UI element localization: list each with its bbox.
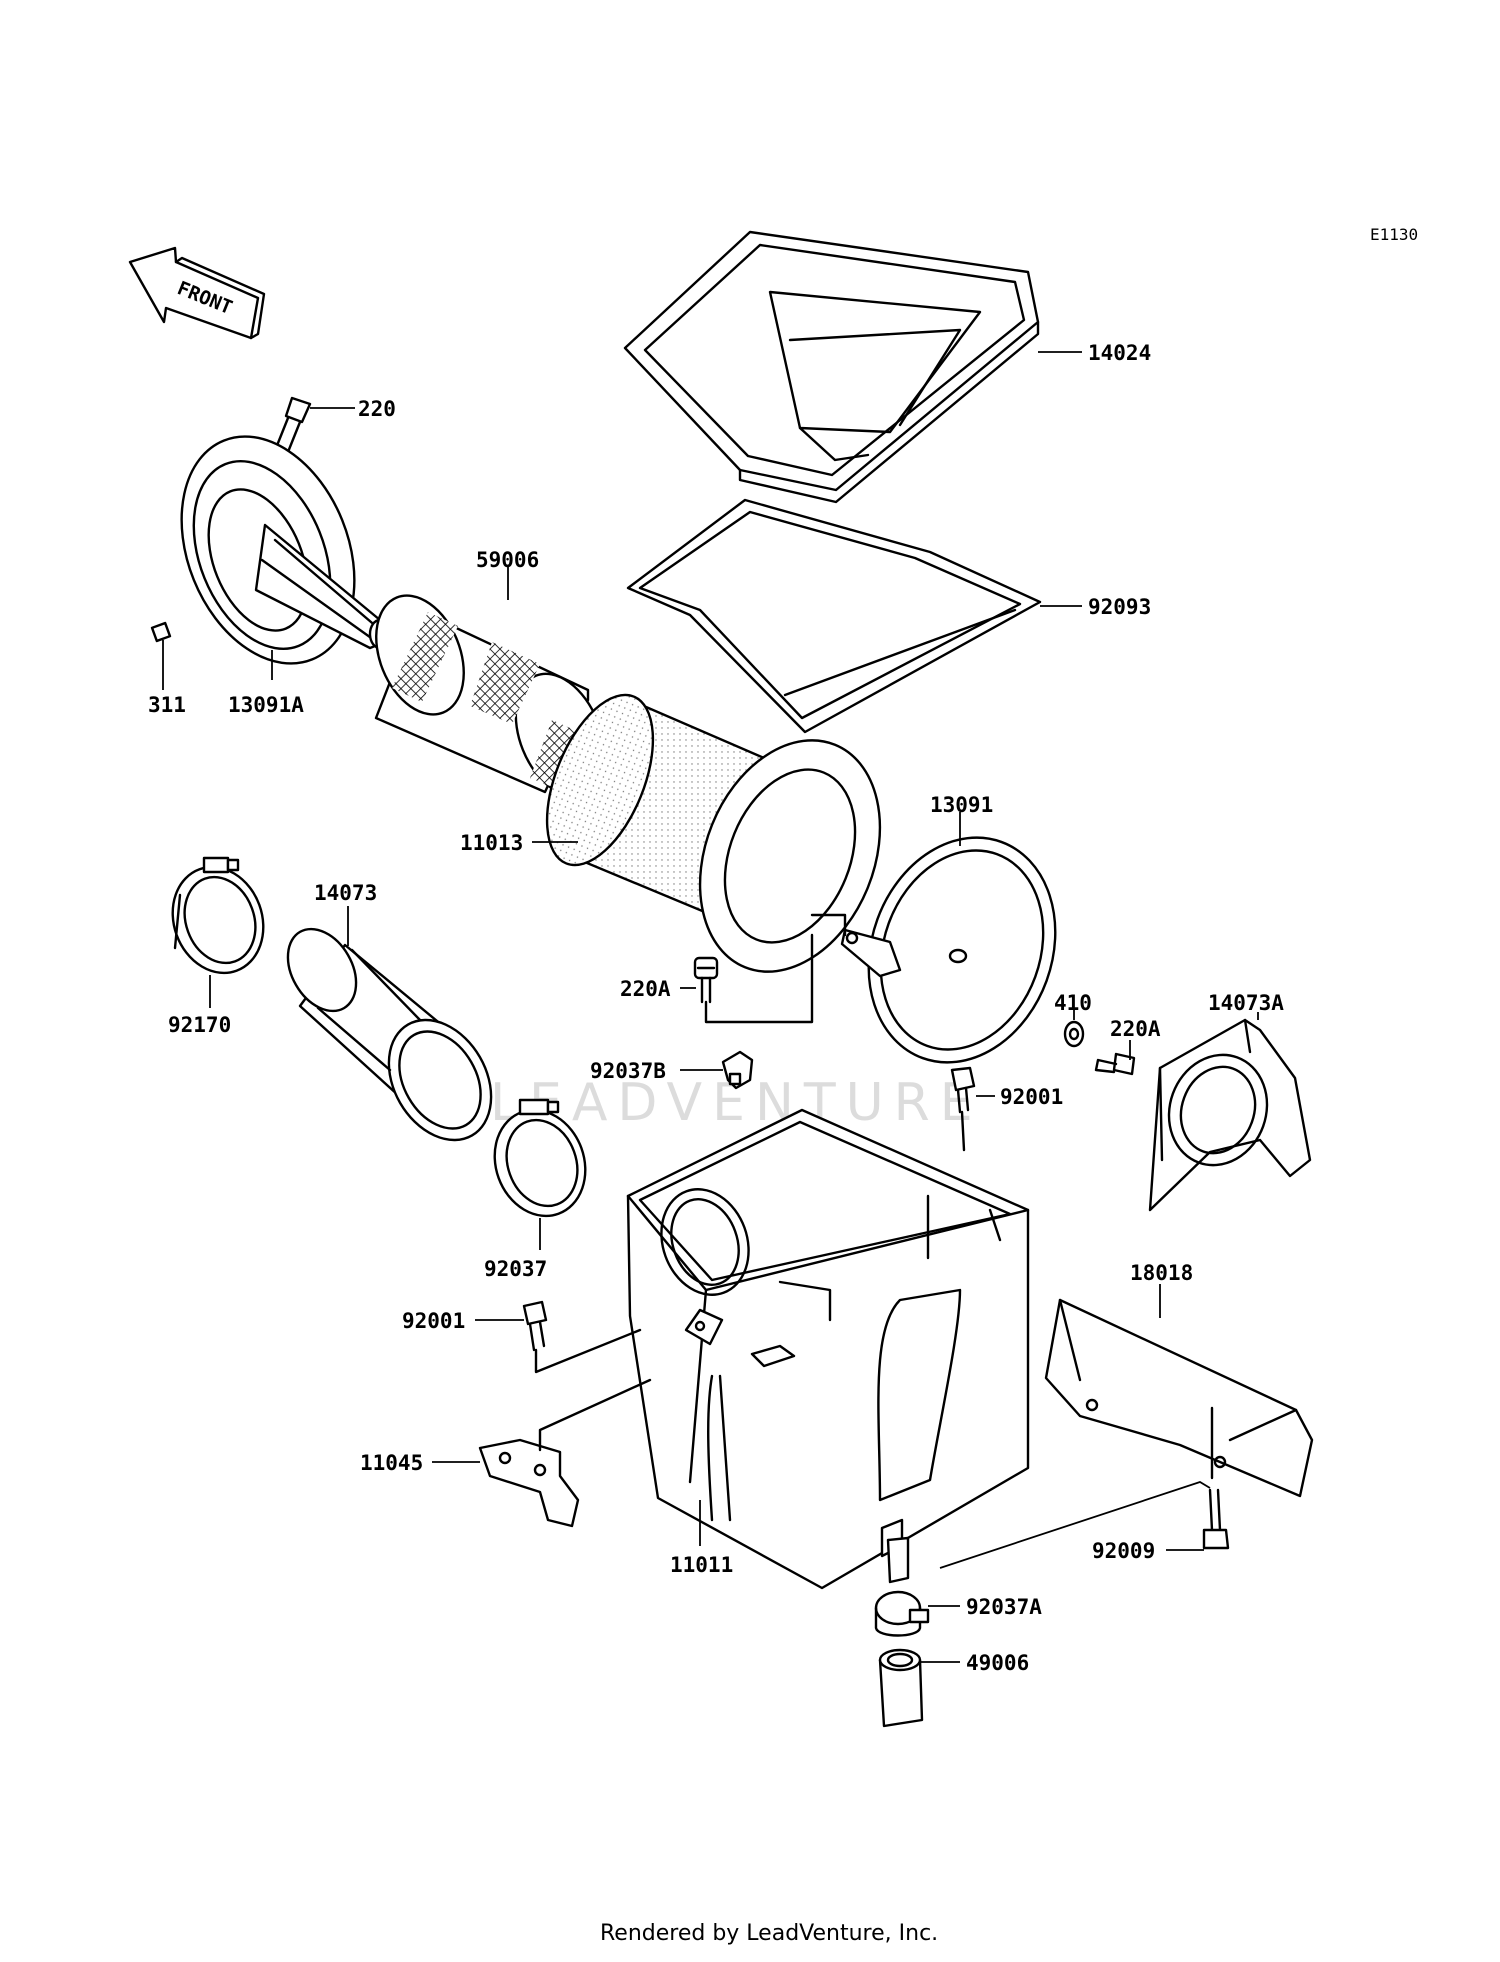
part-bolt-220 [274, 396, 355, 454]
part-bolt-220A-left [693, 933, 814, 1024]
part-bolt-92009 [939, 1481, 1230, 1569]
part-tube-14073 [286, 927, 493, 1142]
callout-220: 220 [358, 397, 396, 421]
callout-14073: 14073 [314, 881, 377, 905]
callout-220A-left: 220A [620, 977, 671, 1001]
front-arrow-icon: FRONT [128, 246, 266, 340]
part-bolt-220A-right [1094, 1052, 1136, 1076]
callout-11011: 11011 [670, 1553, 733, 1577]
part-clip-92037B [721, 1050, 754, 1090]
callout-14024: 14024 [1088, 341, 1151, 365]
callout-13091: 13091 [930, 793, 993, 817]
callout-92001-lower: 92001 [402, 1309, 465, 1333]
callout-92093: 92093 [1088, 595, 1151, 619]
callout-92037A: 92037A [966, 1595, 1042, 1619]
callout-59006: 59006 [476, 548, 539, 572]
callout-220A-right: 220A [1110, 1017, 1161, 1041]
part-cap-13091A [180, 435, 392, 665]
leader-lines [162, 351, 1259, 1663]
part-clamp-92037A [874, 1536, 930, 1637]
callout-92001-upper: 92001 [1000, 1085, 1063, 1109]
part-cap-13091 [810, 836, 1057, 1064]
part-cover-18018 [1044, 1298, 1314, 1498]
diagram-code: E1130 [1370, 225, 1418, 244]
callout-92037B: 92037B [590, 1059, 666, 1083]
callout-11013: 11013 [460, 831, 523, 855]
part-air-box-cover [623, 230, 1040, 504]
callout-18018: 18018 [1130, 1261, 1193, 1285]
callout-311: 311 [148, 693, 186, 717]
callout-92009: 92009 [1092, 1539, 1155, 1563]
part-gasket-92093 [626, 498, 1042, 734]
part-311 [150, 621, 172, 643]
callout-92170: 92170 [168, 1013, 231, 1037]
part-bolt-92001-upper [950, 1066, 976, 1152]
callout-13091A: 13091A [228, 693, 304, 717]
part-bracket-11045 [478, 1378, 652, 1528]
callout-14073A: 14073A [1208, 991, 1284, 1015]
part-air-box-case-11011 [626, 1108, 1030, 1590]
callout-410: 410 [1054, 991, 1092, 1015]
part-duct-14073A [1148, 1018, 1312, 1212]
callout-49006: 49006 [966, 1651, 1029, 1675]
part-drain-49006 [878, 1648, 924, 1728]
part-washer-410 [1063, 1020, 1085, 1048]
footer-credit: Rendered by LeadVenture, Inc. [600, 1921, 938, 1946]
part-clamp-92170 [171, 856, 265, 975]
callout-labels: 14024 220 59006 92093 311 13091A 11013 1… [148, 341, 1284, 1675]
callout-11045: 11045 [360, 1451, 423, 1475]
part-bolt-92001-lower [522, 1300, 642, 1374]
part-clamp-92037 [493, 1098, 587, 1218]
callout-92037: 92037 [484, 1257, 547, 1281]
